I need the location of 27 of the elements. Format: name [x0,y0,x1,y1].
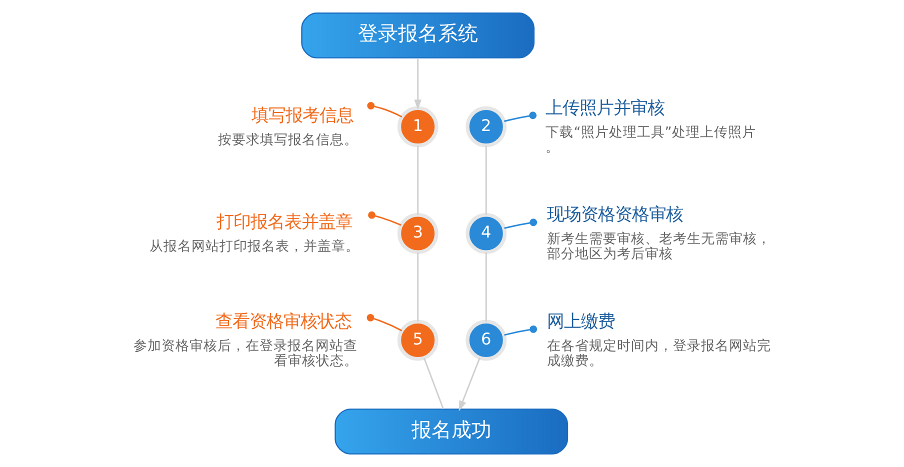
connector [485,146,487,215]
connector [366,314,402,332]
connector [367,102,402,118]
node-circle: 2 [466,106,507,148]
arrow [414,58,422,110]
node-text: 现场资格资格审核 新考生需要审核、老考生无需审核，部分地区为考后审核 [546,205,771,262]
node-text: 查看资格审核状态 参加资格审核后，在登录报名网站查看审核状态。 [134,312,358,369]
connector [417,252,419,322]
node-text: 打印报名表并盖章 从报名网站打印报名表，并盖章。 [150,212,360,255]
node-circle: 5 [397,320,438,361]
arrow [458,358,480,412]
connector [368,211,402,226]
node-circle: 1 [397,106,438,148]
node-box: 登录报名系统 [301,12,535,58]
connector [417,146,419,215]
connector [504,325,538,336]
connector [485,252,487,322]
node-circle: 4 [466,213,507,254]
node-text: 网上缴费 在各省规定时间内，登录报名网站完成缴费。 [546,312,771,369]
connector [504,112,537,122]
node-text: 填写报考信息 按要求填写报名信息。 [218,106,358,148]
node-box: 报名成功 [334,408,568,454]
node-circle: 6 [466,320,507,361]
connector [423,358,444,410]
node-text: 上传照片并审核 下载“照片处理工具”处理上传照片。 [546,98,756,156]
node-circle: 3 [397,213,438,254]
connector [504,218,538,229]
